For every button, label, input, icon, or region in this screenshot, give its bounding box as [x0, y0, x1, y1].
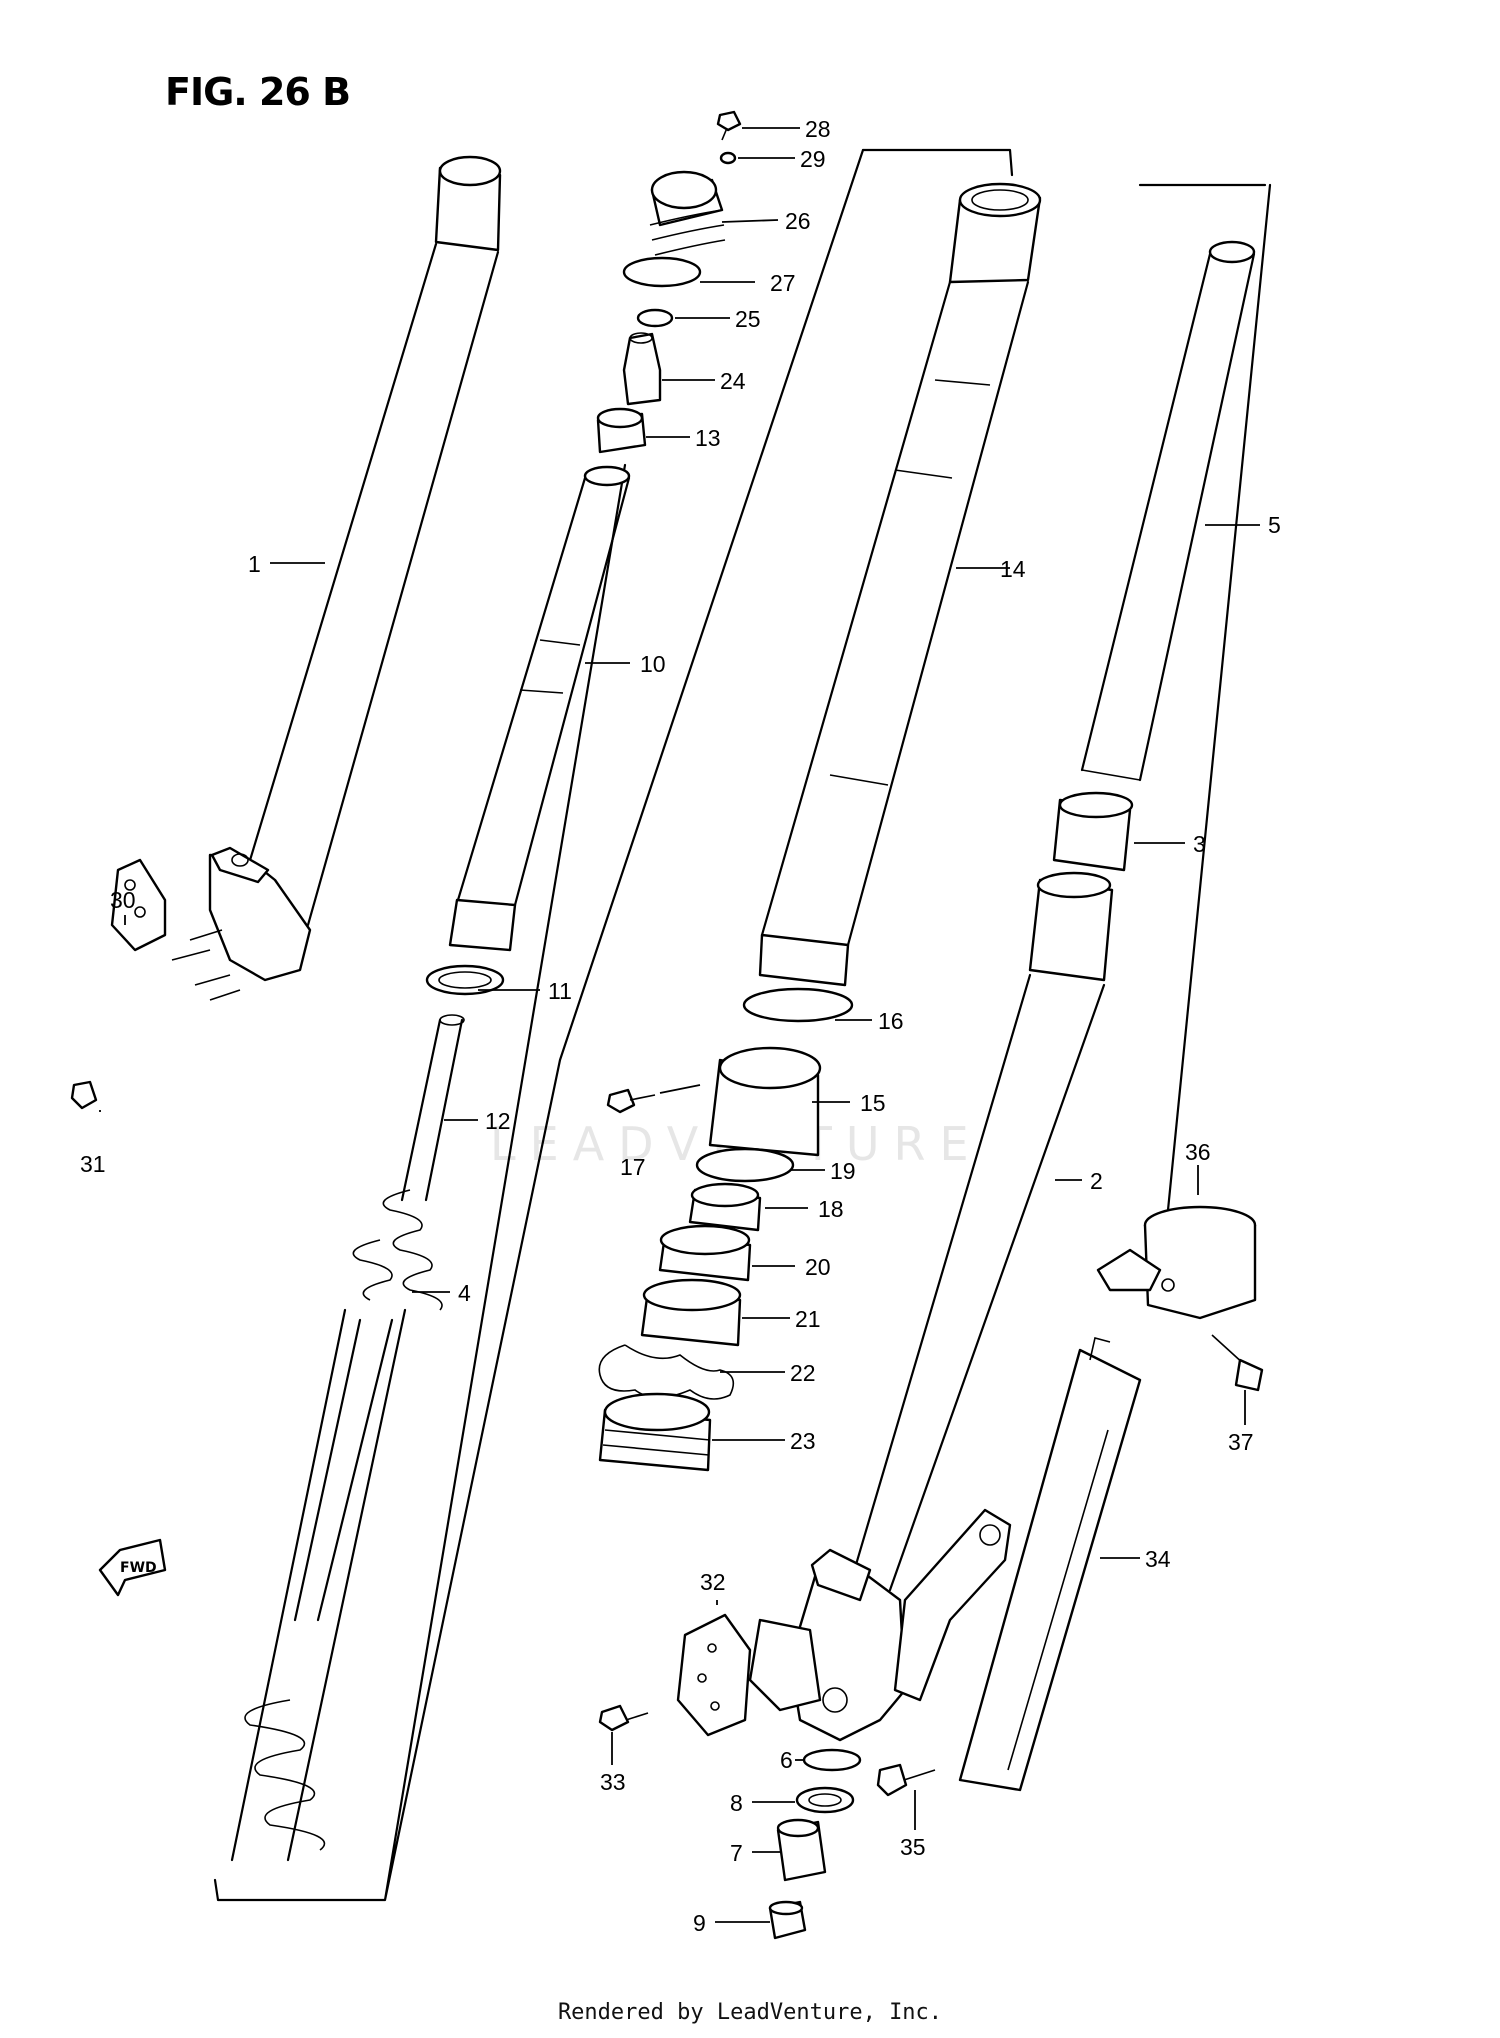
callout-32: 32 [700, 1569, 726, 1595]
part-screw-28 [716, 110, 742, 141]
part-slide-bushing-15 [708, 1046, 822, 1157]
part-seal-20 [658, 1224, 752, 1282]
figure-title: FIG. 26 B [165, 70, 351, 114]
part-washer-8 [795, 1786, 855, 1814]
part-bolt-33 [598, 1704, 649, 1732]
callout-11: 11 [548, 978, 572, 1004]
callout-22: 22 [790, 1360, 816, 1386]
callout-15: 15 [860, 1090, 886, 1116]
part-oil-seal-21 [640, 1278, 742, 1347]
callout-23: 23 [790, 1428, 816, 1454]
callout-8: 8 [730, 1790, 743, 1816]
part-bolt-37 [1211, 1334, 1264, 1392]
part-spring-4 [352, 1189, 443, 1311]
callout-6: 6 [780, 1747, 793, 1773]
part-guide-bushing-19 [695, 1147, 795, 1183]
callout-35: 35 [900, 1834, 926, 1860]
callout-33: 33 [600, 1769, 626, 1795]
part-adjuster-24 [622, 332, 662, 406]
part-oil-seal-18 [688, 1182, 762, 1232]
fwd-label: FWD [120, 1560, 157, 1576]
fwd-arrow-icon: FWD [98, 1538, 167, 1597]
part-bolts-clamp [171, 929, 241, 1001]
callout-18: 18 [818, 1196, 844, 1222]
callout-36: 36 [1185, 1139, 1211, 1165]
part-ring-11 [425, 898, 517, 996]
group-frame-center [861, 148, 1272, 1212]
callout-30: 30 [110, 887, 136, 913]
callout-7: 7 [730, 1840, 743, 1866]
part-bolt-35 [876, 1763, 936, 1797]
part-bushing-3 [1052, 791, 1134, 872]
callout-29: 29 [800, 146, 826, 172]
part-rod-12 [400, 1014, 465, 1202]
part-axle-bracket [748, 1508, 1012, 1742]
part-nut-13 [596, 407, 647, 454]
part-outer-tube-2 [848, 871, 1114, 1592]
part-bolt-17 [606, 1084, 701, 1114]
callout-37: 37 [1228, 1429, 1254, 1455]
part-spring-lower [230, 1308, 407, 1862]
part-fork-clamp [208, 846, 312, 982]
part-oring-29 [719, 151, 737, 165]
part-stopper-ring-22 [598, 1344, 735, 1400]
part-fork-guard-34 [958, 1337, 1142, 1792]
callout-27: 27 [770, 270, 796, 296]
callout-19: 19 [830, 1158, 856, 1184]
callout-12: 12 [485, 1108, 511, 1134]
part-plug-7 [776, 1818, 827, 1882]
callout-1: 1 [248, 551, 261, 577]
part-dust-seal-23 [598, 1392, 712, 1472]
group-frame-left [213, 148, 865, 1902]
part-oring-27 [622, 256, 702, 288]
part-nut-31 [70, 1080, 98, 1110]
callout-17: 17 [620, 1154, 646, 1180]
part-washer-25 [636, 308, 674, 328]
part-guard-32 [676, 1613, 752, 1737]
callout-9: 9 [693, 1910, 706, 1936]
callout-25: 25 [735, 306, 761, 332]
part-damper-rod-10 [456, 465, 631, 907]
part-oil-lock-16 [742, 933, 854, 1023]
part-outer-tube-5 [1080, 240, 1256, 782]
callout-labels: 28 29 26 27 25 24 13 1 10 14 5 3 11 12 4… [80, 116, 1281, 1936]
callout-4: 4 [458, 1280, 471, 1306]
callout-3: 3 [1193, 831, 1206, 857]
callout-16: 16 [878, 1008, 904, 1034]
callout-5: 5 [1268, 512, 1281, 538]
part-oring-6 [802, 1748, 862, 1772]
callout-10: 10 [640, 651, 666, 677]
callout-20: 20 [805, 1254, 831, 1280]
callout-28: 28 [805, 116, 831, 142]
callout-2: 2 [1090, 1168, 1103, 1194]
callout-21: 21 [795, 1306, 821, 1332]
part-inner-tube-14 [760, 182, 1042, 947]
part-cap-9 [768, 1900, 807, 1940]
callout-13: 13 [695, 425, 721, 451]
leader-lines [99, 127, 1260, 1923]
part-clamp-36 [1096, 1205, 1257, 1320]
part-bracket-30 [110, 858, 167, 952]
callout-34: 34 [1145, 1546, 1171, 1572]
footer-credit: Rendered by LeadVenture, Inc. [557, 2000, 943, 2025]
callout-14: 14 [1000, 556, 1026, 582]
part-cap-bolt-26 [649, 170, 726, 256]
callout-26: 26 [785, 208, 811, 234]
part-outer-tube-1 [236, 155, 502, 927]
callout-31: 31 [80, 1151, 106, 1177]
callout-24: 24 [720, 368, 746, 394]
